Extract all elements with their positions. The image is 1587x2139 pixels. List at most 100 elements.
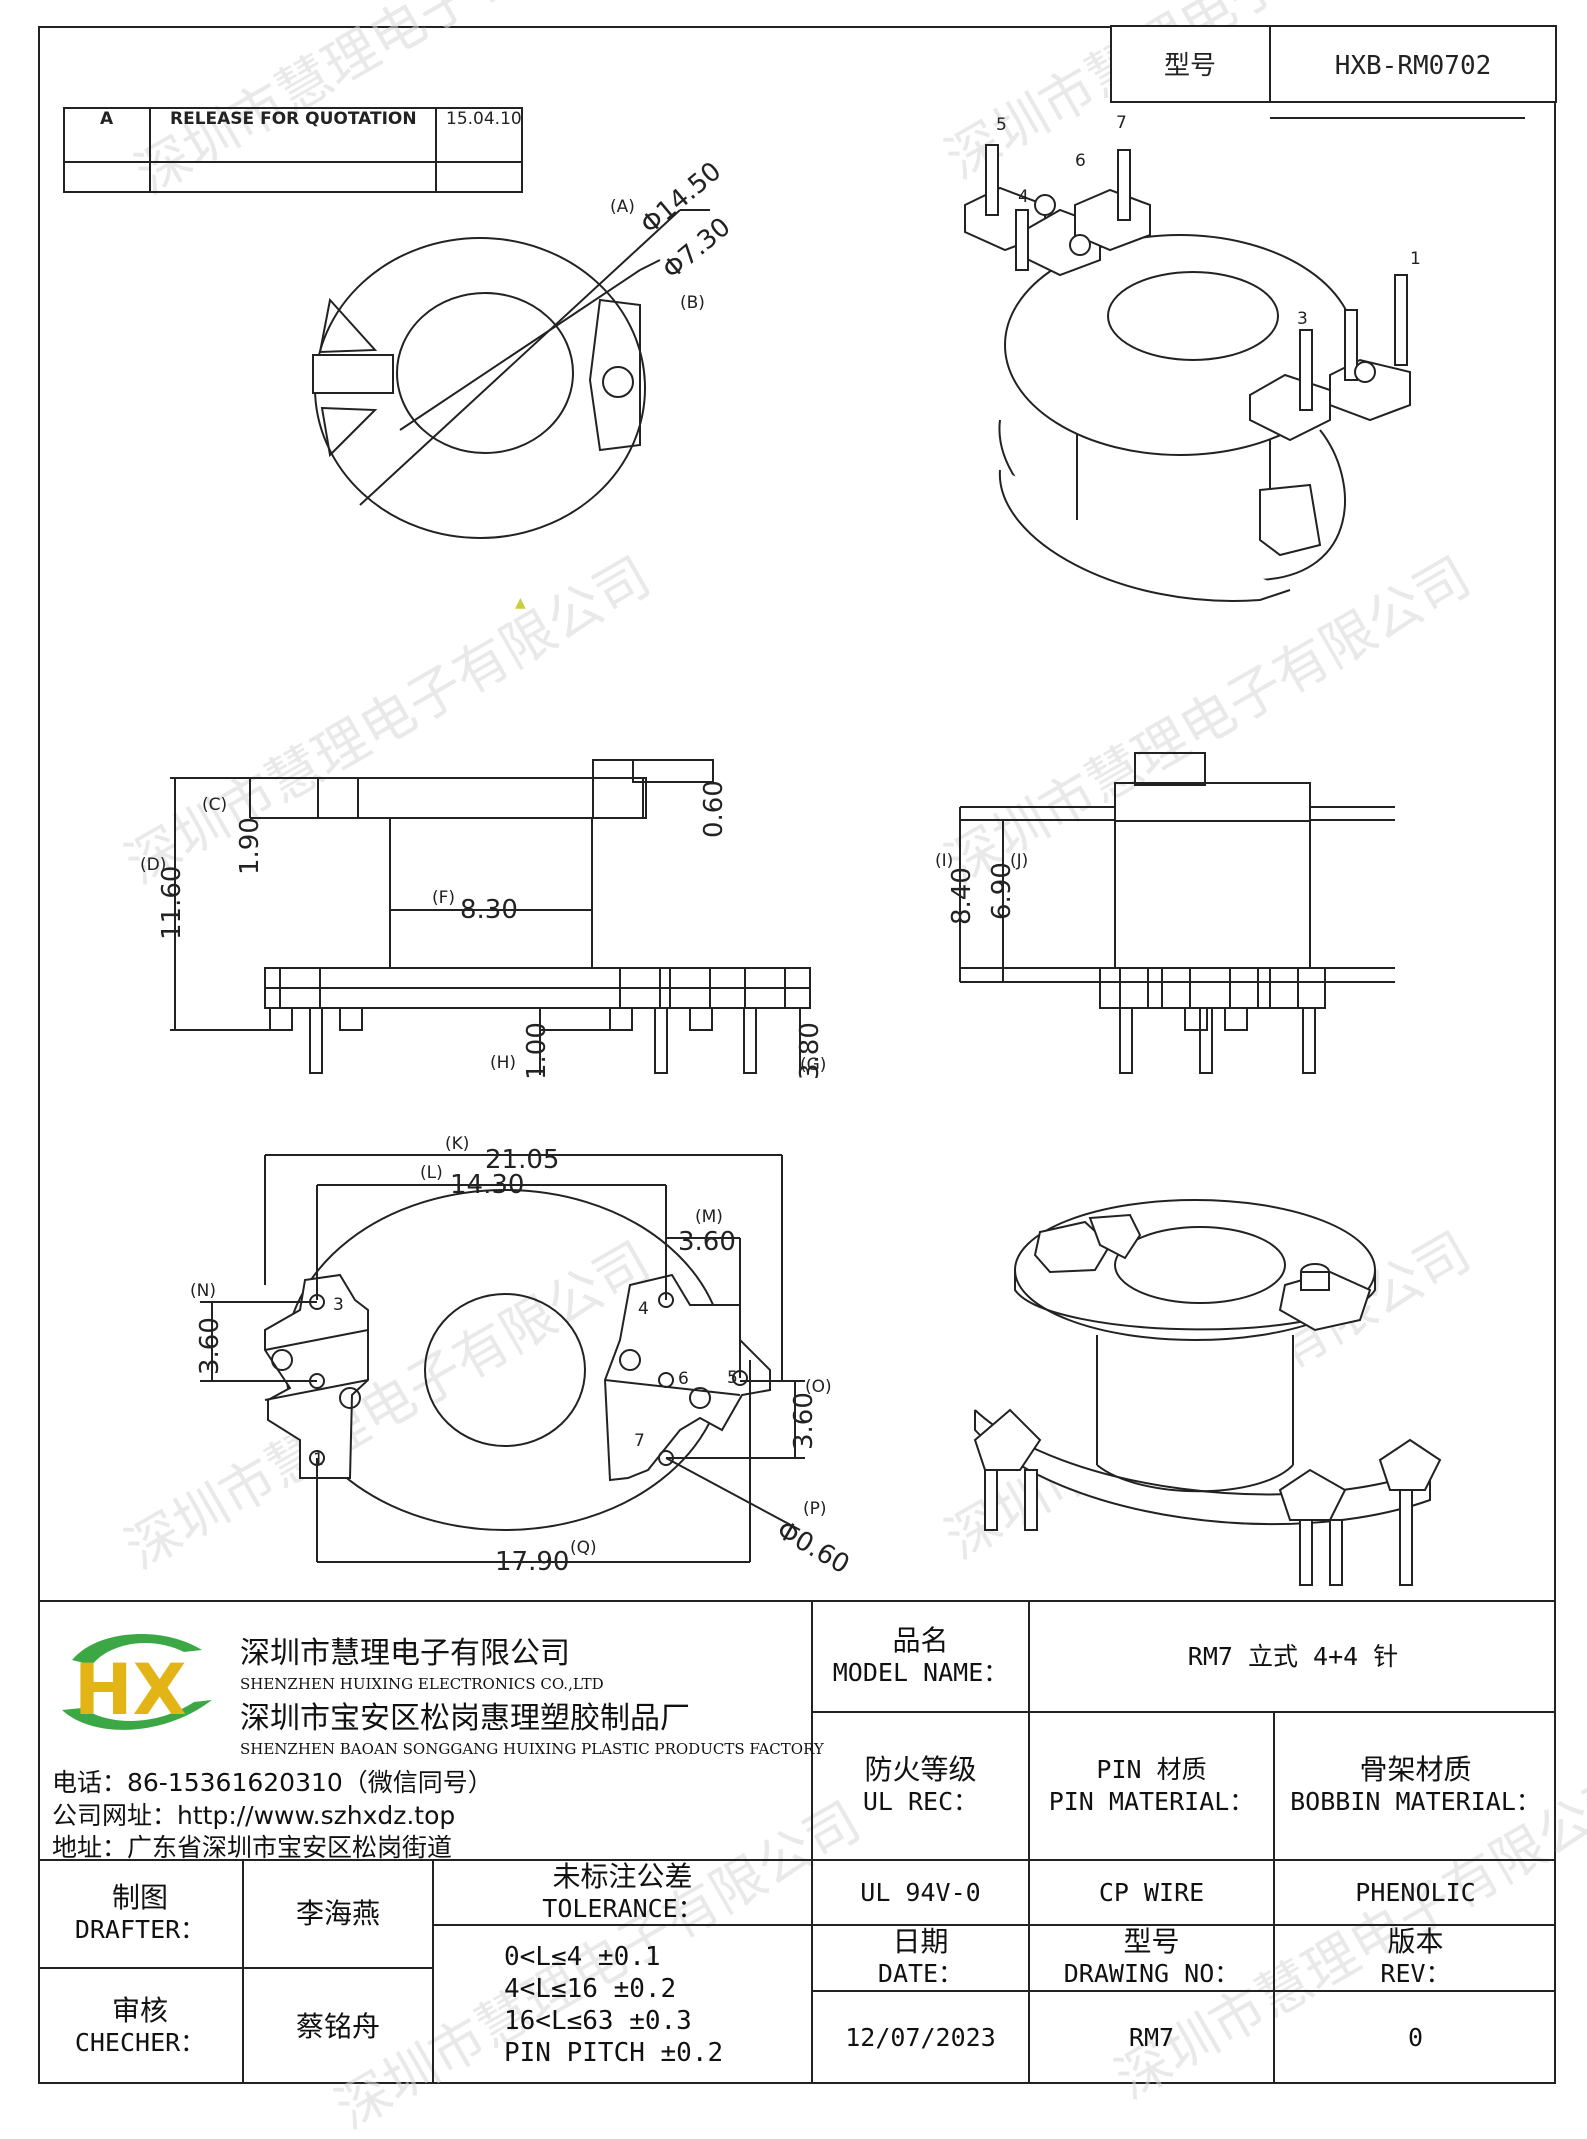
watermark: 深圳市慧理电子有限公司 [115,545,661,897]
tolerance-line: 4<L≤16 ±0.2 [504,1974,677,2004]
iso-view-bottom [973,1199,1442,1586]
ul-value: UL 94V-0 [860,1877,981,1907]
bottom-pin-7: 7 [634,1431,645,1451]
dim-P-label: (P) [803,1499,827,1519]
bottom-pin-6: 6 [678,1369,689,1389]
model-name-label: 品名 MODEL NAME： [813,1602,1028,1711]
dim-Q-label: (Q) [570,1538,597,1558]
dim-C-value: 1.90 [235,817,265,875]
dim-I-value: 8.40 [947,867,977,925]
pin-material-cn: PIN 材质 [1096,1755,1207,1784]
company-phone: 电话：86-15361620310（微信同号） [52,1768,493,1797]
dim-F-value: 8.30 [460,895,518,925]
iso-pin-3: 3 [1297,309,1308,329]
date-cn: 日期 [892,1925,949,1958]
iso-view-top [964,144,1411,602]
drawing-frame [38,26,1556,2084]
marker-glyph: ▲ [515,595,526,611]
iso-pin-6: 6 [1075,151,1086,171]
dim-I-label: (I) [935,851,953,871]
factory-name-en: SHENZHEN BAOAN SONGGANG HUIXING PLASTIC … [240,1740,824,1758]
company-address: 地址：广东省深圳市宝安区松岗街道 [52,1833,453,1862]
company-name-en: SHENZHEN HUIXING ELECTRONICS CO.,LTD [240,1675,604,1693]
header-model-box: 型号 HXB-RM0702 [1110,25,1557,119]
iso-pin-5: 5 [996,115,1007,135]
drawing-no-en: DRAWING NO： [1063,1959,1240,1988]
rev-letter: A [100,109,114,129]
top-view [312,209,710,539]
drawing-no-label: 型号 DRAWING NO： [1030,1926,1273,1990]
tolerance-line: 0<L≤4 ±0.1 [504,1942,661,1972]
watermark: 深圳市慧理电子有限公司 [125,0,671,206]
company-name-cn: 深圳市慧理电子有限公司 [240,1636,570,1671]
bobbin-material-label: 骨架材质 BOBBIN MATERIAL： [1275,1713,1556,1859]
company-website[interactable]: 公司网址：http://www.szhxdz.top [52,1801,456,1830]
dim-H-value: 1.00 [522,1022,552,1080]
rev-value: 0 [1407,2023,1424,2052]
revision-table: A RELEASE FOR QUOTATION 15.04.10 [63,107,523,193]
dim-B-label: (B) [680,293,705,313]
model-name-value: RM7 立式 4+4 针 [1187,1641,1399,1671]
rev-date: 15.04.10 [446,109,522,129]
end-view [959,752,1395,1074]
iso-pin-1: 1 [1410,249,1421,269]
logo-letters: HX [74,1649,187,1731]
tolerance-en: TOLERANCE： [542,1893,703,1923]
drafter-value: 李海燕 [295,1897,380,1930]
dim-A-label: (A) [610,197,635,217]
ul-label: 防火等级 UL REC： [813,1713,1028,1859]
drawing-no-cn: 型号 [1123,1925,1180,1958]
bobbin-material-value: PHENOLIC [1355,1877,1476,1907]
pin-material-label: PIN 材质 PIN MATERIAL： [1030,1713,1273,1859]
header-model-value: HXB-RM0702 [1335,51,1492,81]
bottom-pin-5: 5 [727,1368,738,1388]
dim-P-value: Φ0.60 [772,1515,855,1580]
tolerance-cn: 未标注公差 [552,1859,693,1893]
bottom-pin-1: 1 [313,1450,324,1470]
tolerance-line: PIN PITCH ±0.2 [504,2038,724,2068]
dim-top-right-value: 0.60 [699,780,729,838]
model-name-cn: 品名 [892,1623,949,1657]
bottom-view [200,1154,805,1563]
checker-label: 审核 CHECHER： [38,1969,242,2084]
checker-en: CHECHER： [74,2027,206,2057]
dim-L-label: (L) [420,1163,443,1183]
dim-F-label: (F) [432,888,455,908]
checker-value: 蔡铭舟 [295,2009,380,2043]
tolerance-label: 未标注公差 TOLERANCE： [434,1859,811,1924]
drafter-label: 制图 DRAFTER： [38,1861,242,1967]
pin-material-en: PIN MATERIAL： [1048,1787,1255,1816]
iso-pin-7: 7 [1116,113,1127,133]
company-logo-icon: HX [62,1633,212,1731]
dim-H-label: (H) [490,1053,516,1073]
bobbin-material-en: BOBBIN MATERIAL： [1290,1787,1541,1816]
tolerance-list: 0<L≤4 ±0.1 4<L≤16 ±0.2 16<L≤63 ±0.3 PIN … [434,1926,811,2084]
dim-K-label: (K) [445,1134,469,1154]
side-view [170,759,811,1075]
pin-material-value: CP WIRE [1098,1877,1205,1907]
drafter-cn: 制图 [111,1881,168,1914]
dim-K-value: 21.05 [485,1145,559,1175]
model-name-en: MODEL NAME： [832,1657,1009,1687]
dim-M-label: (M) [695,1207,723,1227]
rev-desc: RELEASE FOR QUOTATION [170,109,417,129]
bobbin-material-cn: 骨架材质 [1359,1753,1472,1786]
factory-name-cn: 深圳市宝安区松岗惠理塑胶制品厂 [240,1701,690,1736]
iso-pin-4: 4 [1018,187,1029,207]
dim-N-label: (N) [190,1281,216,1301]
dim-M-value: 3.60 [678,1227,736,1257]
ul-cn: 防火等级 [864,1753,977,1786]
rev-en: REV： [1380,1959,1451,1988]
checker-cn: 审核 [111,1993,168,2027]
date-en: DATE： [877,1959,964,1988]
dim-N-value: 3.60 [195,1317,225,1375]
tolerance-line: 16<L≤63 ±0.3 [504,2006,692,2036]
drafter-en: DRAFTER： [74,1915,206,1944]
rev-label: 版本 REV： [1275,1926,1556,1990]
ul-en: UL REC： [862,1787,979,1816]
bottom-pin-3: 3 [333,1295,344,1315]
dim-J-value: 6.90 [987,862,1017,920]
dim-G-label: (G) [800,1055,826,1075]
dim-G-value: 3.80 [795,1022,825,1080]
